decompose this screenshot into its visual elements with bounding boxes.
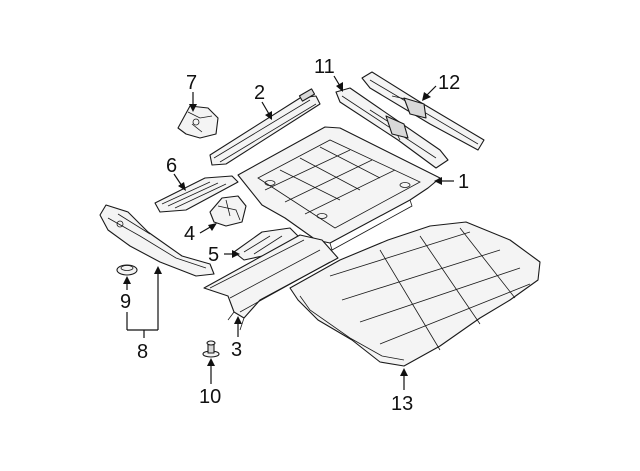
part-mount-bracket[interactable]	[209, 195, 247, 227]
part-rear-rail[interactable]	[335, 87, 449, 169]
callout-3: 3	[231, 339, 242, 361]
part-bracket[interactable]	[177, 105, 219, 139]
part-rear-side-member[interactable]	[361, 71, 485, 151]
callout-labels: 1 2 3 4 5 6 7 8 9 10 11 12 13	[120, 56, 469, 415]
part-rail[interactable]	[209, 88, 321, 166]
part-side-member[interactable]	[99, 204, 215, 277]
callout-4: 4	[184, 223, 195, 245]
callout-1: 1	[458, 171, 469, 193]
callout-2: 2	[254, 82, 265, 104]
part-floor-pan[interactable]	[237, 126, 441, 251]
callout-13: 13	[391, 393, 413, 415]
part-front-panel[interactable]	[154, 175, 239, 213]
part-clip[interactable]	[202, 340, 220, 358]
leader-lines	[123, 75, 454, 390]
callout-8: 8	[137, 341, 148, 363]
part-plug[interactable]	[116, 264, 138, 276]
callout-9: 9	[120, 291, 131, 313]
part-floor-carpet[interactable]	[289, 221, 541, 367]
callout-7: 7	[186, 72, 197, 94]
callout-12: 12	[438, 72, 460, 94]
callout-5: 5	[208, 244, 219, 266]
callout-11: 11	[314, 56, 335, 78]
part-tunnel-member[interactable]	[203, 234, 339, 331]
callout-6: 6	[166, 155, 177, 177]
callout-10: 10	[199, 386, 221, 408]
